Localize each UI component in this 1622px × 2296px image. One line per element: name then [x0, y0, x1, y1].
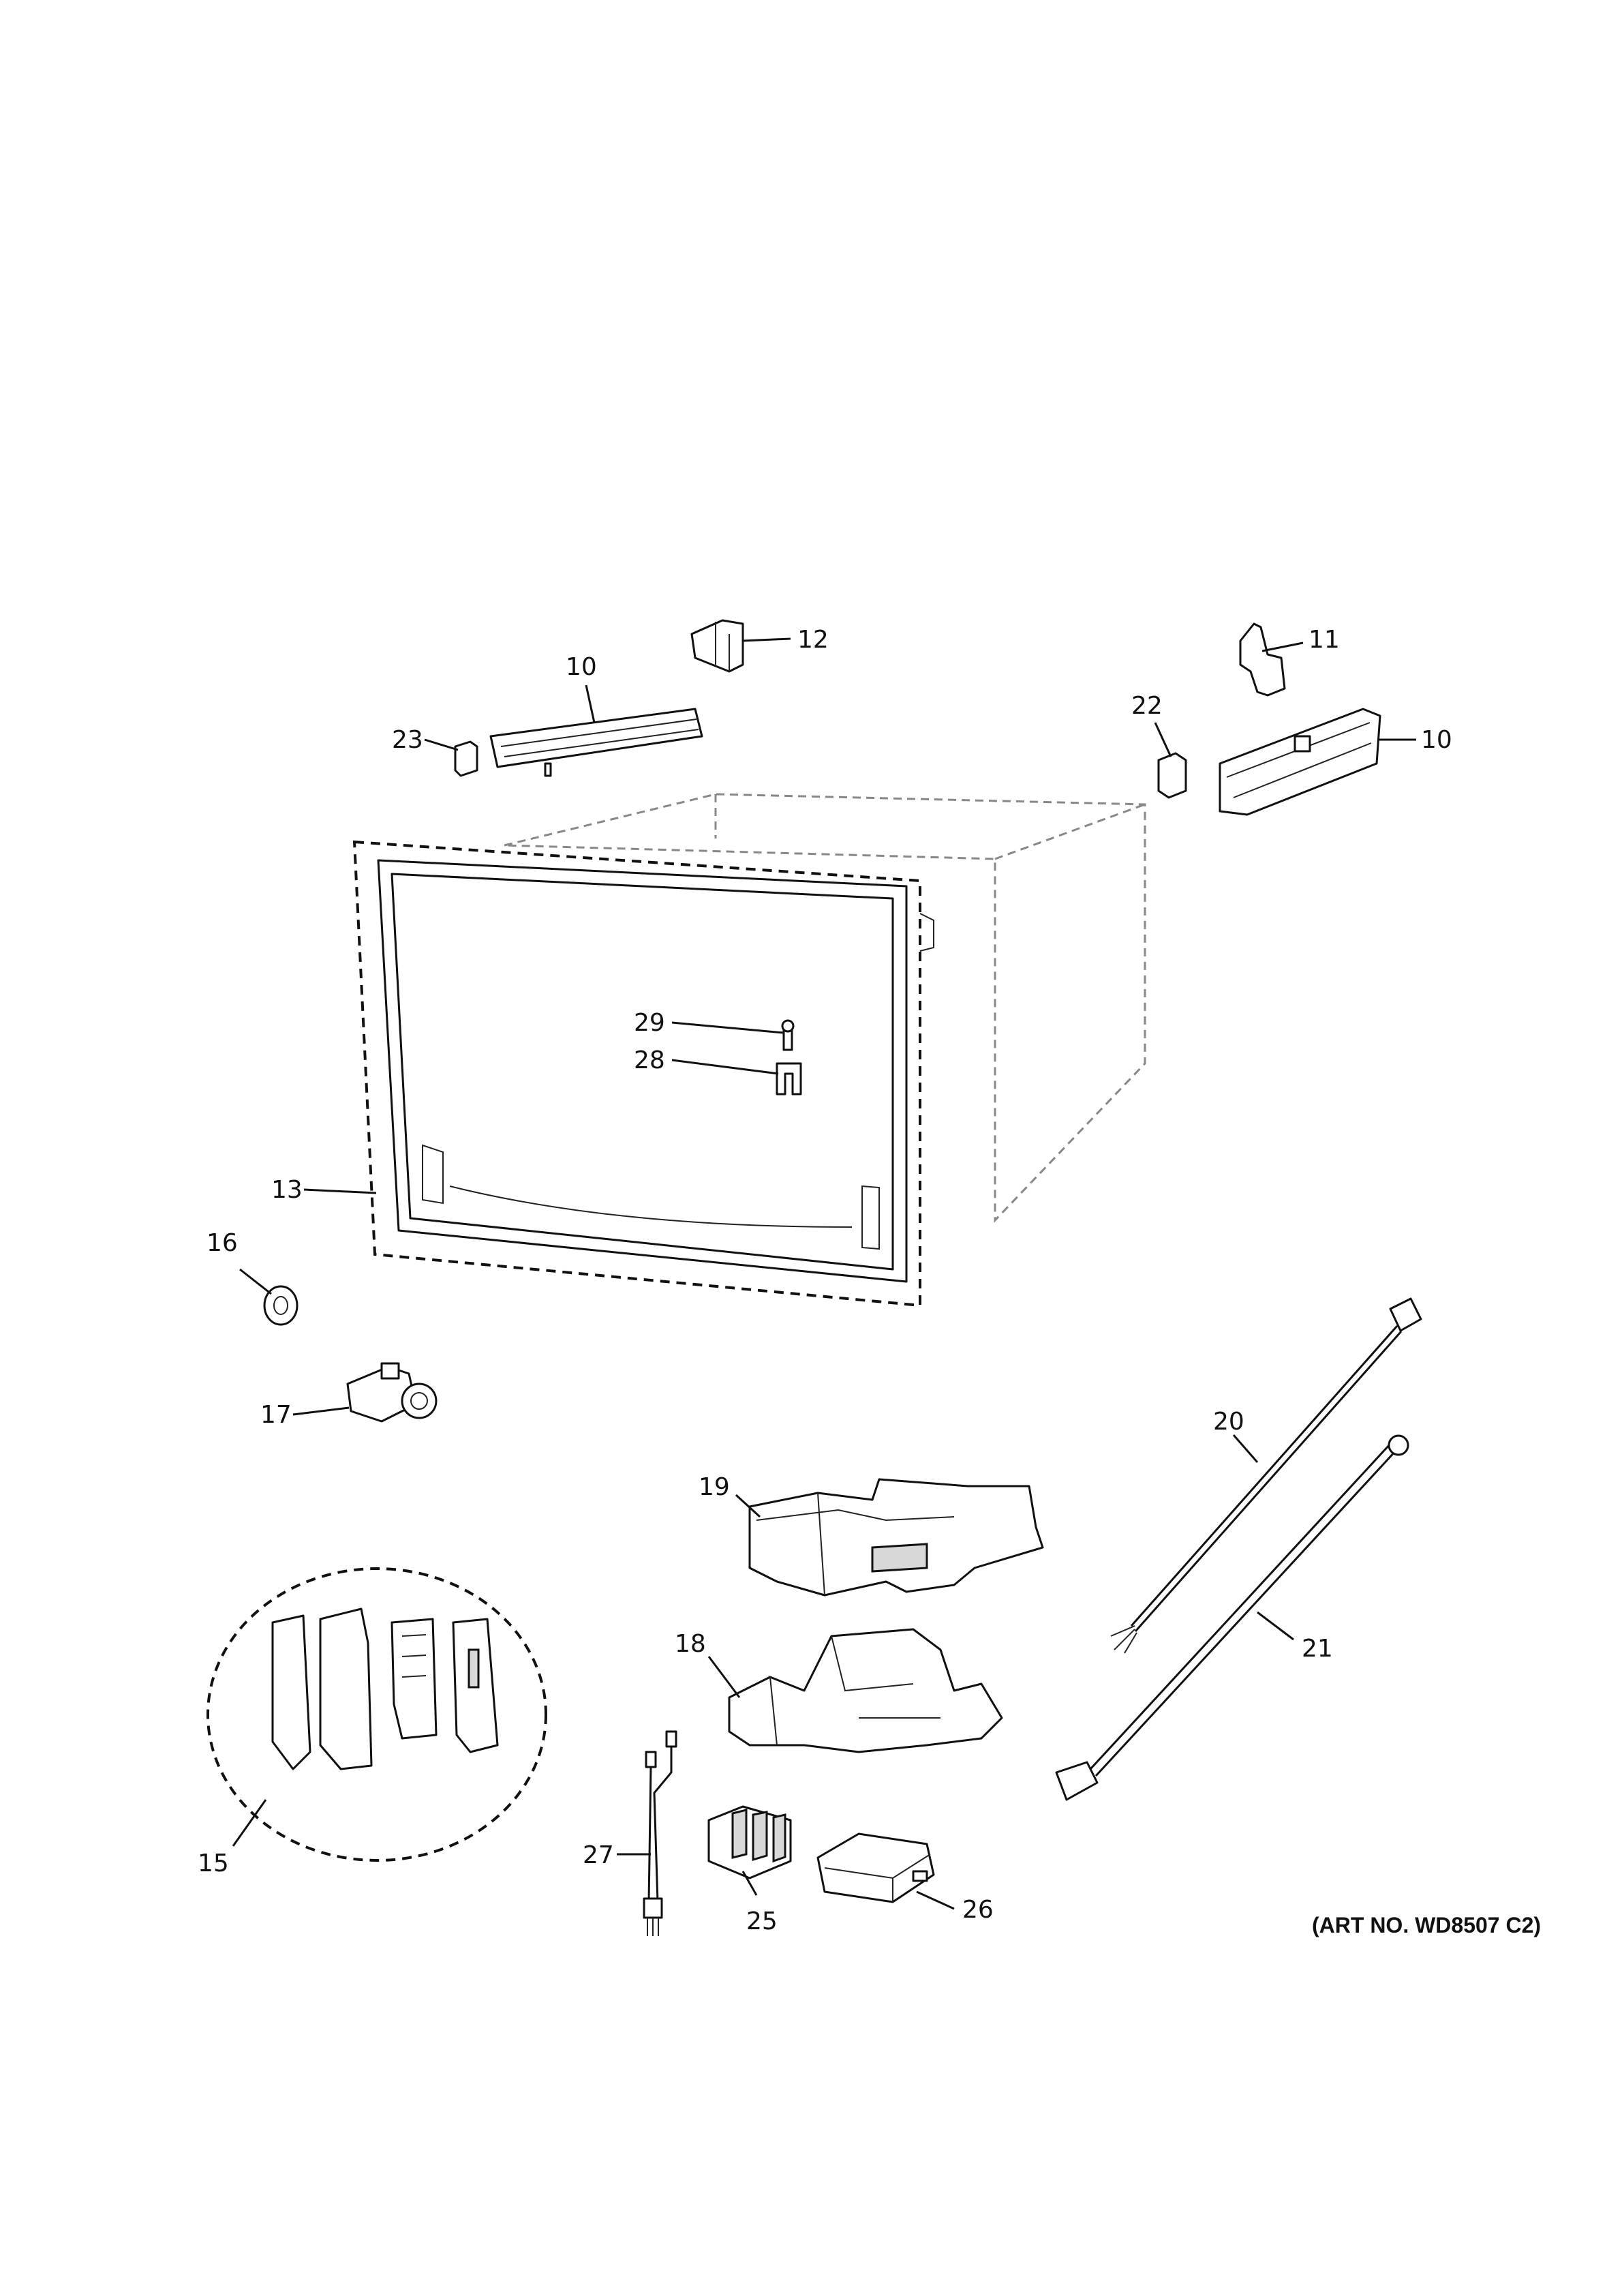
callout-20: 20	[1213, 1408, 1244, 1436]
callout-25: 25	[746, 1907, 778, 1935]
part-27-wire-harness	[643, 1730, 677, 1936]
callout-22: 22	[1131, 692, 1163, 720]
callout-29: 29	[634, 1009, 665, 1037]
part-11-hinge	[1239, 622, 1286, 697]
callout-27: 27	[583, 1841, 614, 1869]
part-12-bracket	[690, 619, 744, 673]
callout-28: 28	[634, 1046, 665, 1074]
part-17-inlet-valve	[346, 1362, 438, 1423]
part-23-end-cap	[454, 740, 478, 777]
part-28-clip	[776, 1062, 802, 1096]
part-21-drain-hose	[1055, 1434, 1409, 1801]
leader-lines	[232, 637, 1416, 1910]
part-10-left-rail	[489, 708, 703, 777]
callout-26: 26	[962, 1896, 994, 1924]
callout-15: 15	[198, 1849, 229, 1877]
callout-labels: 10 23 12 11 10 22 29 28 13 16 17 19 18 2…	[198, 626, 1452, 1935]
callout-21: 21	[1302, 1635, 1333, 1663]
part-22-clip	[1157, 752, 1187, 799]
part-25-terminal-block	[707, 1805, 792, 1879]
callout-23: 23	[392, 726, 423, 754]
callout-17: 17	[260, 1401, 292, 1429]
part-20-power-cord	[1110, 1297, 1422, 1654]
callout-11: 11	[1309, 626, 1340, 654]
art-number: (ART NO. WD8507 C2)	[1312, 1913, 1541, 1937]
callout-10-right: 10	[1421, 726, 1452, 754]
callout-16: 16	[206, 1229, 238, 1257]
callout-19: 19	[699, 1473, 730, 1501]
part-29-screw	[781, 1019, 795, 1051]
callout-13: 13	[271, 1176, 303, 1204]
part-10-right-rail	[1219, 708, 1381, 816]
part-13-door-frame	[352, 840, 934, 1308]
callout-12: 12	[797, 626, 829, 654]
part-19-upper-housing	[748, 1478, 1044, 1597]
part-18-lower-housing	[728, 1628, 1003, 1753]
part-15-control-board-group	[206, 1567, 547, 1862]
part-26-module-box	[816, 1832, 935, 1903]
callout-18: 18	[675, 1630, 706, 1658]
part-16-bushing	[263, 1285, 299, 1326]
callout-10-left: 10	[566, 653, 597, 681]
